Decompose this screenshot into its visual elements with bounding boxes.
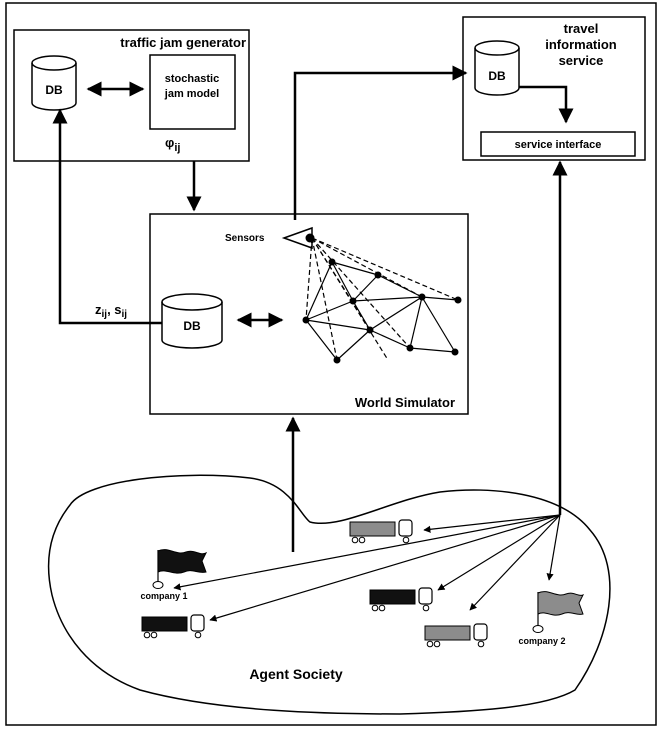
tis-db-label: DB bbox=[488, 69, 506, 83]
broadcast-lines bbox=[173, 514, 561, 622]
world-simulator: World Simulator Sensors DB bbox=[149, 213, 469, 415]
z-symbol: z bbox=[95, 302, 102, 317]
tis-title-line2: information bbox=[545, 37, 617, 52]
phi-ij-label: φij bbox=[165, 135, 180, 154]
stochastic-jam-model-line1: stochastic bbox=[165, 73, 219, 85]
company-2-flag-icon bbox=[532, 591, 585, 633]
stochastic-jam-model-box bbox=[149, 54, 236, 130]
truck-icon-2 bbox=[369, 587, 433, 612]
stochastic-jam-model-line2: jam model bbox=[164, 88, 219, 100]
z-subscript: ij bbox=[102, 309, 108, 320]
truck-icon-3 bbox=[141, 614, 205, 639]
tis-title-line1: travel bbox=[564, 21, 599, 36]
s-symbol: s bbox=[114, 302, 121, 317]
z-s-separator: , bbox=[107, 302, 114, 317]
company-2-label: company 2 bbox=[518, 636, 565, 646]
simulator-to-generator-arrow bbox=[52, 108, 162, 325]
tis-db-cylinder: DB bbox=[474, 40, 520, 96]
traffic-jam-generator: traffic jam generator DB stochastic jam … bbox=[13, 29, 250, 162]
tw-db-label: DB bbox=[183, 319, 201, 333]
service-interface-box bbox=[480, 131, 636, 157]
z-s-label: zij, sij bbox=[95, 302, 127, 320]
travel-information-service-box bbox=[462, 16, 646, 161]
tis-db-to-interface-arrow bbox=[519, 85, 574, 124]
travel-information-service: travel information service DB service in… bbox=[462, 16, 646, 161]
agent-society-blob bbox=[47, 474, 611, 715]
company-1-flag-icon bbox=[152, 549, 208, 589]
truck-icon-1 bbox=[349, 519, 413, 544]
outer-frame bbox=[5, 2, 657, 726]
service-interface-label: service interface bbox=[515, 139, 602, 151]
network-nodes bbox=[302, 258, 462, 364]
world-simulator-box bbox=[149, 213, 469, 415]
world-simulator-title: World Simulator bbox=[355, 395, 455, 410]
s-subscript: ij bbox=[122, 309, 128, 320]
traffic-jam-generator-box bbox=[13, 29, 250, 162]
road-network bbox=[305, 261, 459, 361]
tjg-db-cylinder: DB bbox=[31, 55, 77, 111]
phi-symbol: φ bbox=[165, 135, 174, 150]
agent-society-title: Agent Society bbox=[249, 666, 343, 682]
phi-subscript: ij bbox=[174, 142, 180, 154]
company-1-label: company 1 bbox=[140, 591, 187, 601]
tis-title-line3: service bbox=[559, 53, 604, 68]
sensors-label: Sensors bbox=[225, 233, 265, 244]
sensor-eye-icon bbox=[281, 226, 315, 250]
tjg-db-label: DB bbox=[45, 83, 63, 97]
tw-db-cylinder: DB bbox=[161, 293, 223, 349]
traffic-jam-generator-title: traffic jam generator bbox=[120, 35, 246, 50]
sensors-to-tis-arrow bbox=[293, 65, 468, 220]
agent-society: Agent Society bbox=[47, 474, 611, 715]
truck-icon-4 bbox=[424, 623, 488, 648]
